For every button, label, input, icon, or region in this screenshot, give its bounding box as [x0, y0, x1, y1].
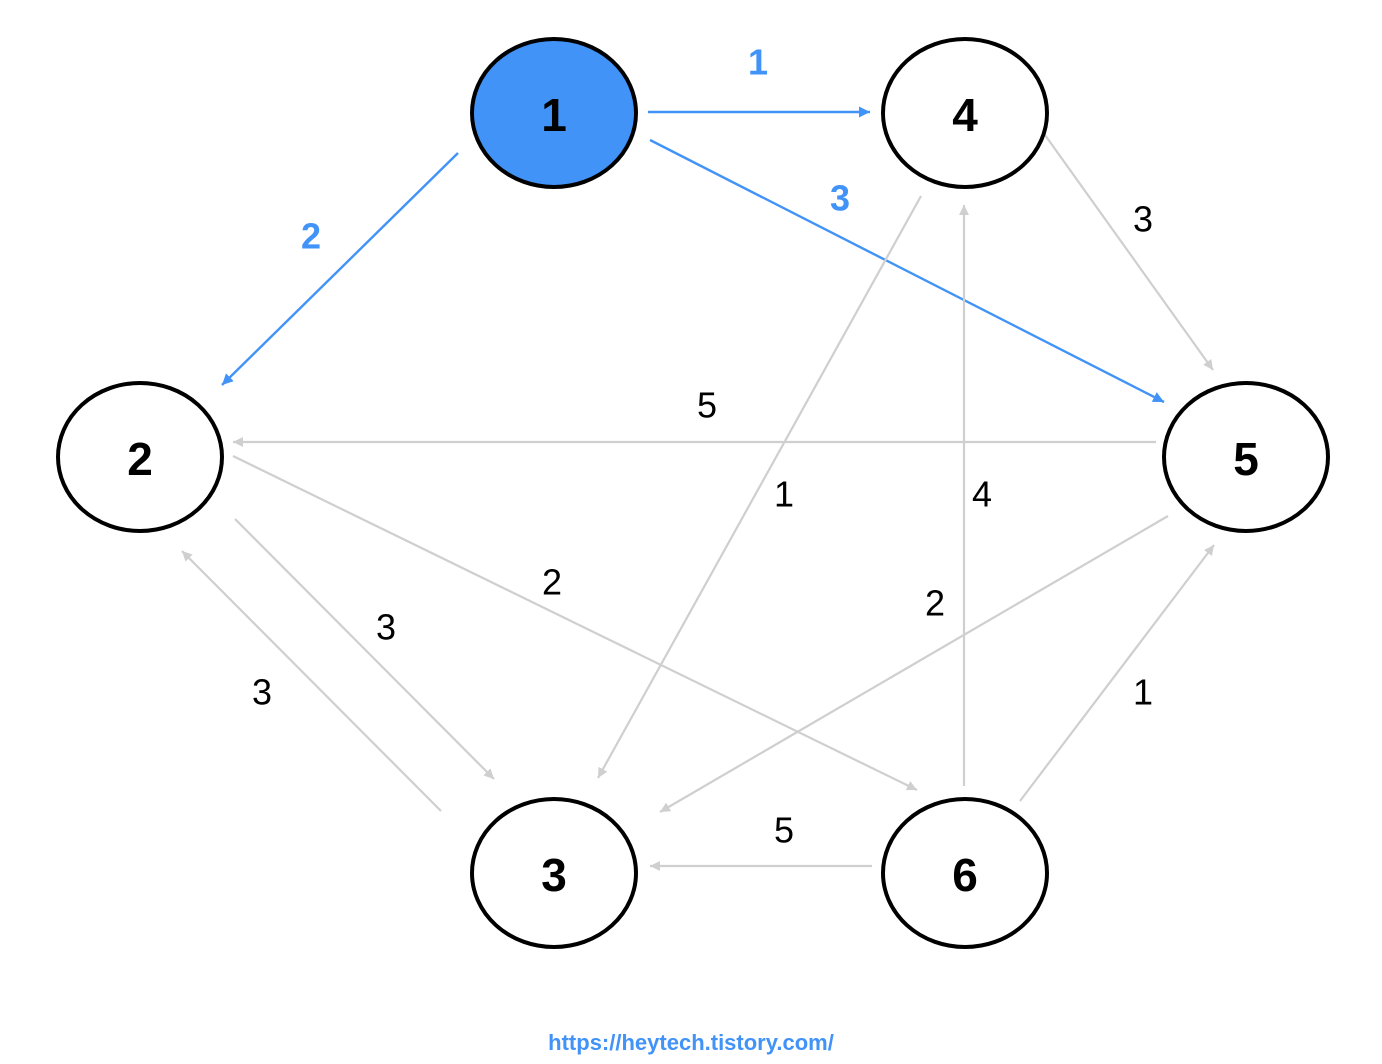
edge-weight-5-3: 2 — [925, 583, 945, 624]
edge-1-5 — [649, 138, 1165, 404]
node-circle-3 — [470, 797, 638, 949]
node-3: 3 — [470, 797, 638, 949]
node-1: 1 — [470, 37, 638, 189]
edge-4-5 — [1044, 134, 1214, 371]
edge-weight-1-5: 3 — [830, 178, 850, 219]
edge-weight-4-5: 3 — [1133, 199, 1153, 240]
node-circle-2 — [56, 381, 224, 533]
edge-weights-layer: 1 2 3 3 5 1 4 2 2 3 3 1 5 — [252, 42, 1153, 851]
edge-weight-3-2: 3 — [252, 672, 272, 713]
edge-weight-6-3: 5 — [774, 810, 794, 851]
node-label-4: 4 — [952, 89, 978, 141]
node-label-3: 3 — [541, 849, 567, 901]
node-label-2: 2 — [127, 433, 153, 485]
edge-2-3 — [234, 518, 495, 780]
source-url: https://heytech.tistory.com/ — [548, 1030, 834, 1055]
node-label-6: 6 — [952, 849, 978, 901]
edge-weight-1-2: 2 — [301, 216, 321, 257]
node-5: 5 — [1162, 381, 1330, 533]
edge-weight-4-3: 1 — [774, 474, 794, 515]
edge-weight-1-4: 1 — [748, 42, 768, 83]
node-label-1: 1 — [541, 89, 567, 141]
node-6: 6 — [881, 797, 1049, 949]
edge-weight-6-5: 1 — [1133, 672, 1153, 713]
node-4: 4 — [881, 37, 1049, 189]
node-circle-4 — [881, 37, 1049, 189]
edge-weight-2-6: 2 — [542, 562, 562, 603]
edge-weight-2-3: 3 — [376, 607, 396, 648]
edge-weight-6-4: 4 — [972, 474, 992, 515]
node-label-5: 5 — [1233, 433, 1259, 485]
node-2: 2 — [56, 381, 224, 533]
edge-5-3 — [659, 515, 1169, 813]
edge-3-2 — [181, 550, 442, 812]
nodes-layer: 1 2 3 4 5 6 — [56, 37, 1330, 949]
edge-2-6 — [232, 455, 918, 791]
node-circle-1 — [470, 37, 638, 189]
edge-6-5 — [1019, 544, 1215, 802]
edge-weight-5-2: 5 — [697, 385, 717, 426]
edge-1-2 — [221, 152, 459, 386]
edge-4-3 — [597, 195, 922, 779]
node-circle-6 — [881, 797, 1049, 949]
edges-layer — [181, 106, 1215, 871]
node-circle-5 — [1162, 381, 1330, 533]
